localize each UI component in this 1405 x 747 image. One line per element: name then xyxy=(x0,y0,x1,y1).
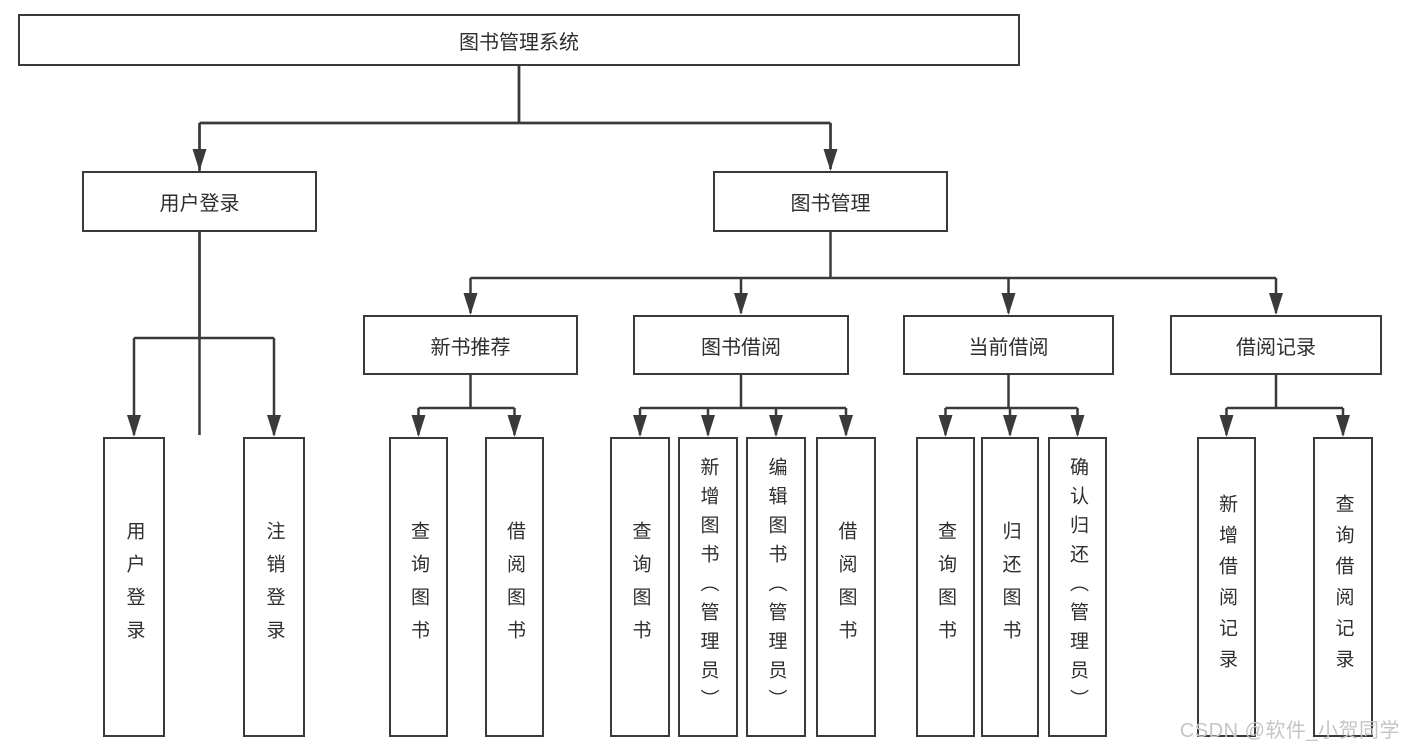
node-label: 查询借阅记录 xyxy=(1332,494,1354,680)
leaf-edit-books-admin: 编辑图书（管理员） xyxy=(746,437,806,737)
leaf-add-borrow-record: 新增借阅记录 xyxy=(1197,437,1256,737)
node-label: 图书借阅 xyxy=(701,336,781,359)
node-label: 用户登录 xyxy=(159,193,240,215)
leaf-query-books-1: 查询图书 xyxy=(389,437,448,737)
leaf-logout: 注销登录 xyxy=(243,437,305,737)
node-root-system: 图书管理系统 xyxy=(18,14,1020,66)
leaf-query-books-3: 查询图书 xyxy=(916,437,975,737)
node-label: 借阅图书 xyxy=(835,521,857,653)
node-label: 查询图书 xyxy=(629,521,651,653)
leaf-user-login: 用户登录 xyxy=(103,437,165,737)
leaf-return-books: 归还图书 xyxy=(981,437,1039,737)
node-label: 图书管理系统 xyxy=(459,31,579,54)
node-borrow-record: 借阅记录 xyxy=(1170,315,1382,375)
leaf-query-books-2: 查询图书 xyxy=(610,437,670,737)
node-label: 新增图书（管理员） xyxy=(697,456,719,718)
arrowheads xyxy=(127,149,1350,437)
node-label: 编辑图书（管理员） xyxy=(765,456,787,718)
node-user-login: 用户登录 xyxy=(82,171,317,232)
node-label: 注销登录 xyxy=(263,521,285,653)
leaf-confirm-return-admin: 确认归还（管理员） xyxy=(1048,437,1107,737)
connector-root-stem xyxy=(198,66,832,435)
node-label: 查询图书 xyxy=(408,521,429,653)
node-label: 图书管理 xyxy=(790,193,871,215)
leaf-borrow-books-1: 借阅图书 xyxy=(485,437,544,737)
node-book-borrow: 图书借阅 xyxy=(633,315,849,375)
leaf-add-books-admin: 新增图书（管理员） xyxy=(678,437,738,737)
node-label: 借阅记录 xyxy=(1236,336,1316,359)
node-new-book-recommend: 新书推荐 xyxy=(363,315,578,375)
node-label: 查询图书 xyxy=(935,521,956,653)
node-label: 借阅图书 xyxy=(504,521,525,653)
node-label: 用户登录 xyxy=(123,521,145,653)
node-label: 新增借阅记录 xyxy=(1216,494,1237,680)
node-label: 归还图书 xyxy=(999,521,1021,653)
node-label: 新书推荐 xyxy=(430,336,511,359)
node-book-management: 图书管理 xyxy=(713,171,948,232)
node-label: 当前借阅 xyxy=(968,336,1049,359)
node-current-borrow: 当前借阅 xyxy=(903,315,1114,375)
csdn-watermark: CSDN @软件_小贺同学 xyxy=(1179,720,1400,742)
leaf-query-borrow-record: 查询借阅记录 xyxy=(1313,437,1373,737)
node-label: 确认归还（管理员） xyxy=(1067,456,1088,718)
leaf-borrow-books-2: 借阅图书 xyxy=(816,437,876,737)
